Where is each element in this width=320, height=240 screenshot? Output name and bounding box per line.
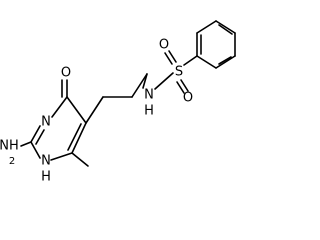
bond-n3-c4: [51, 96, 68, 118]
bond-ph-5-6: [215, 55, 236, 69]
bond-c5-ca: [85, 96, 104, 124]
bond-c2-nh2: [20, 141, 32, 147]
bond-s-o-bottom: [180, 79, 189, 92]
pyrimidinone-ring: [20, 79, 89, 167]
bond-c6-methyl: [71, 152, 89, 167]
bond-ph-6-1: [196, 55, 217, 69]
atom-n1: N: [41, 154, 51, 169]
bond-ph-2-3: [196, 20, 217, 34]
bond-s-phenyl: [183, 55, 198, 66]
bond-c2-n3: [30, 125, 41, 143]
atom-n3: N: [41, 115, 51, 130]
bond-s-o-top: [164, 52, 173, 65]
atom-h-n1: H: [41, 170, 51, 185]
atom-nh2: NH: [0, 139, 19, 154]
bond-c4-c5: [66, 96, 87, 124]
bond-c5-c6-double: [67, 123, 82, 151]
bond-s-o-bottom-double: [176, 81, 185, 94]
atom-nh2-subscript: 2: [9, 156, 15, 167]
atom-h-sulfonamide: H: [144, 104, 154, 119]
sulfonyl-group: [154, 50, 198, 94]
atom-oxygen-carbonyl: O: [61, 66, 71, 81]
bond-ph-inner-b: [218, 24, 233, 35]
atom-nh-sulfonamide: N: [144, 88, 154, 103]
structure-drawing: O N N H NH 2 N H S O O: [0, 20, 236, 185]
atom-sulfur: S: [175, 65, 183, 80]
bond-n1-c2: [30, 141, 41, 159]
phenyl-ring: [196, 20, 236, 69]
bond-c2-n3-double: [35, 129, 45, 145]
bond-ph-3-4: [215, 20, 236, 34]
bond-cc-n: [142, 73, 148, 89]
propyl-chain: [85, 73, 148, 124]
atom-o-sulfonyl-bottom: O: [183, 91, 193, 106]
bond-cb-cc: [131, 73, 148, 98]
bond-ph-inner-c: [218, 56, 232, 65]
atom-labels: O N N H NH 2 N H S O O: [0, 38, 193, 185]
bond-n-s: [154, 72, 174, 90]
bond-c5-c6: [71, 122, 87, 154]
atom-o-sulfonyl-top: O: [159, 38, 169, 53]
bond-s-o-top-double: [168, 50, 177, 63]
bond-c6-n1: [50, 152, 73, 161]
